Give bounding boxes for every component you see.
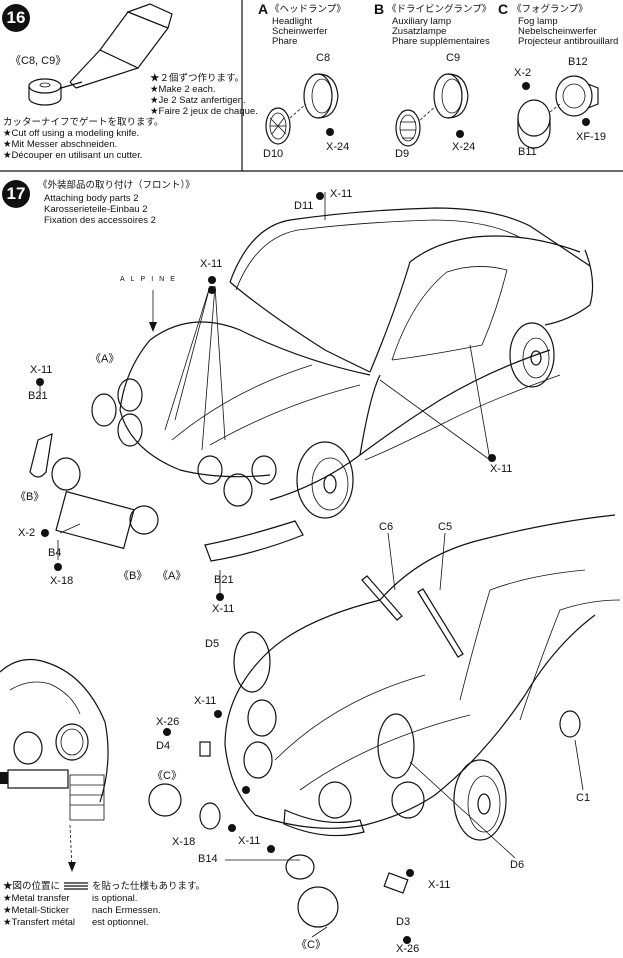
- lamp-c-letter: C: [498, 1, 509, 17]
- label-d3: D3: [396, 916, 411, 928]
- step-17-title: 《外装部品の取り付け（フロント）》: [38, 180, 195, 191]
- lamp-c-fr: Projecteur antibrouillard: [518, 36, 619, 47]
- label-x11-b14: X-11: [238, 835, 261, 847]
- cut-note-ja: カッターナイフでゲートを取ります。: [3, 117, 164, 128]
- label-x11-windshield: X-11: [330, 188, 353, 200]
- label-x11-b21-bottom: X-11: [212, 603, 235, 615]
- label-group-c-left: 《C》: [152, 770, 182, 782]
- lamp-a-fr: Phare: [272, 36, 298, 47]
- label-x2-b4: X-2: [18, 527, 36, 539]
- cut-note-en: ★Cut off using a modeling knife.: [3, 128, 140, 139]
- label-x11-d3: X-11: [428, 879, 451, 891]
- label-x2-c: X-2: [514, 67, 532, 79]
- lamp-b-letter: B: [374, 1, 385, 17]
- lamp-a-letter: A: [258, 1, 269, 17]
- step-17-badge: 17: [2, 180, 30, 208]
- auxiliary-lamp-assembly-illustration: [395, 73, 469, 147]
- label-d11: D11: [294, 200, 314, 212]
- step-16-badge: 16: [2, 4, 30, 32]
- label-group-b-left: 《B》: [15, 491, 45, 503]
- make2-de: ★Je 2 Satz anfertigen.: [150, 95, 246, 106]
- label-c1: C1: [576, 792, 591, 804]
- label-x11-b21-top: X-11: [30, 364, 53, 376]
- metal-note-de-b: nach Ermessen.: [92, 905, 161, 916]
- label-b21-bottom: B21: [214, 574, 234, 586]
- label-xf19: XF-19: [576, 131, 606, 143]
- label-x26-d3: X-26: [396, 943, 420, 955]
- lamp-c-en: Fog lamp: [518, 16, 558, 27]
- lamp-b-de: Zusatzlampe: [392, 26, 447, 37]
- label-group-c-bottom: 《C》: [296, 939, 326, 951]
- label-x11-hood: X-11: [200, 258, 223, 270]
- lamp-c-de: Nebelscheinwerfer: [518, 26, 597, 37]
- car-front-top-illustration: [29, 192, 594, 601]
- c8-c9-part-illustration: [28, 78, 83, 106]
- step-17-en: Attaching body parts 2: [44, 193, 139, 204]
- label-group-b-bottom: 《B》: [118, 570, 148, 582]
- label-c5: C5: [438, 521, 453, 533]
- parts-label-c8-c9: 《C8, C9》: [10, 55, 67, 67]
- make2-en: ★Make 2 each.: [150, 84, 216, 95]
- metal-note-fr-b: est optionnel.: [92, 917, 149, 928]
- label-d5: D5: [205, 638, 220, 650]
- alpine-decal-text: ALPINE: [120, 276, 181, 283]
- label-x11-d5: X-11: [194, 695, 217, 707]
- label-d6: D6: [510, 859, 525, 871]
- lamp-c-title: 《フォグランプ》: [512, 4, 588, 15]
- metal-transfer-symbol: [64, 882, 88, 890]
- make2-fr: ★Faire 2 jeux de chaque.: [150, 106, 258, 117]
- label-b11: B11: [518, 146, 537, 158]
- label-c6: C6: [379, 521, 394, 533]
- make2-ja: ★２個ずつ作ります。: [150, 73, 245, 84]
- label-b14: B14: [198, 853, 218, 865]
- metal-note-en-b: is optional.: [92, 893, 138, 904]
- label-x18-b14: X-18: [172, 836, 196, 848]
- label-x24-b: X-24: [452, 141, 476, 153]
- label-group-a-top: 《A》: [90, 353, 120, 365]
- label-b21-top: B21: [28, 390, 48, 402]
- label-x11-side: X-11: [490, 463, 513, 475]
- label-group-a-bottom: 《A》: [157, 570, 187, 582]
- lamp-a-de: Scheinwerfer: [272, 26, 328, 37]
- metal-note-ja-a: ★図の位置に: [3, 881, 61, 892]
- fog-lamp-assembly-illustration: [517, 75, 599, 149]
- inset-car-front-illustration: [0, 659, 109, 872]
- label-d4: D4: [156, 740, 171, 752]
- label-b4: B4: [48, 547, 62, 559]
- step-17-de: Karosserieteile-Einbau 2: [44, 204, 148, 215]
- lamp-a-en: Headlight: [272, 16, 313, 27]
- cut-note-de: ★Mit Messer abschneiden.: [3, 139, 118, 150]
- metal-note-en-a: ★Metal transfer: [3, 893, 70, 904]
- label-x18-b4: X-18: [50, 575, 74, 587]
- label-c9: C9: [446, 52, 461, 64]
- car-front-bottom-illustration: [148, 514, 621, 944]
- label-b12: B12: [568, 56, 588, 68]
- metal-note-fr-a: ★Transfert métal: [3, 917, 76, 928]
- label-d9: D9: [395, 148, 410, 160]
- step-17-fr: Fixation des accessoires 2: [44, 215, 156, 226]
- label-x26-d4: X-26: [156, 716, 180, 728]
- headlight-assembly-illustration: [265, 73, 339, 145]
- lamp-b-en: Auxiliary lamp: [392, 16, 452, 27]
- metal-note-ja-b: を貼った仕様もあります。: [92, 881, 206, 892]
- lamp-b-fr: Phare supplémentaires: [392, 36, 490, 47]
- metal-note-de-a: ★Metall-Sticker: [3, 905, 70, 916]
- knife-illustration: [69, 3, 173, 89]
- label-c8: C8: [316, 52, 331, 64]
- label-x24-a: X-24: [326, 141, 350, 153]
- lamp-b-title: 《ドライビングランプ》: [387, 4, 492, 15]
- cut-note-fr: ★Découper en utilisant un cutter.: [3, 150, 143, 161]
- lamp-a-title: 《ヘッドランプ》: [270, 4, 346, 15]
- label-d10: D10: [263, 148, 284, 160]
